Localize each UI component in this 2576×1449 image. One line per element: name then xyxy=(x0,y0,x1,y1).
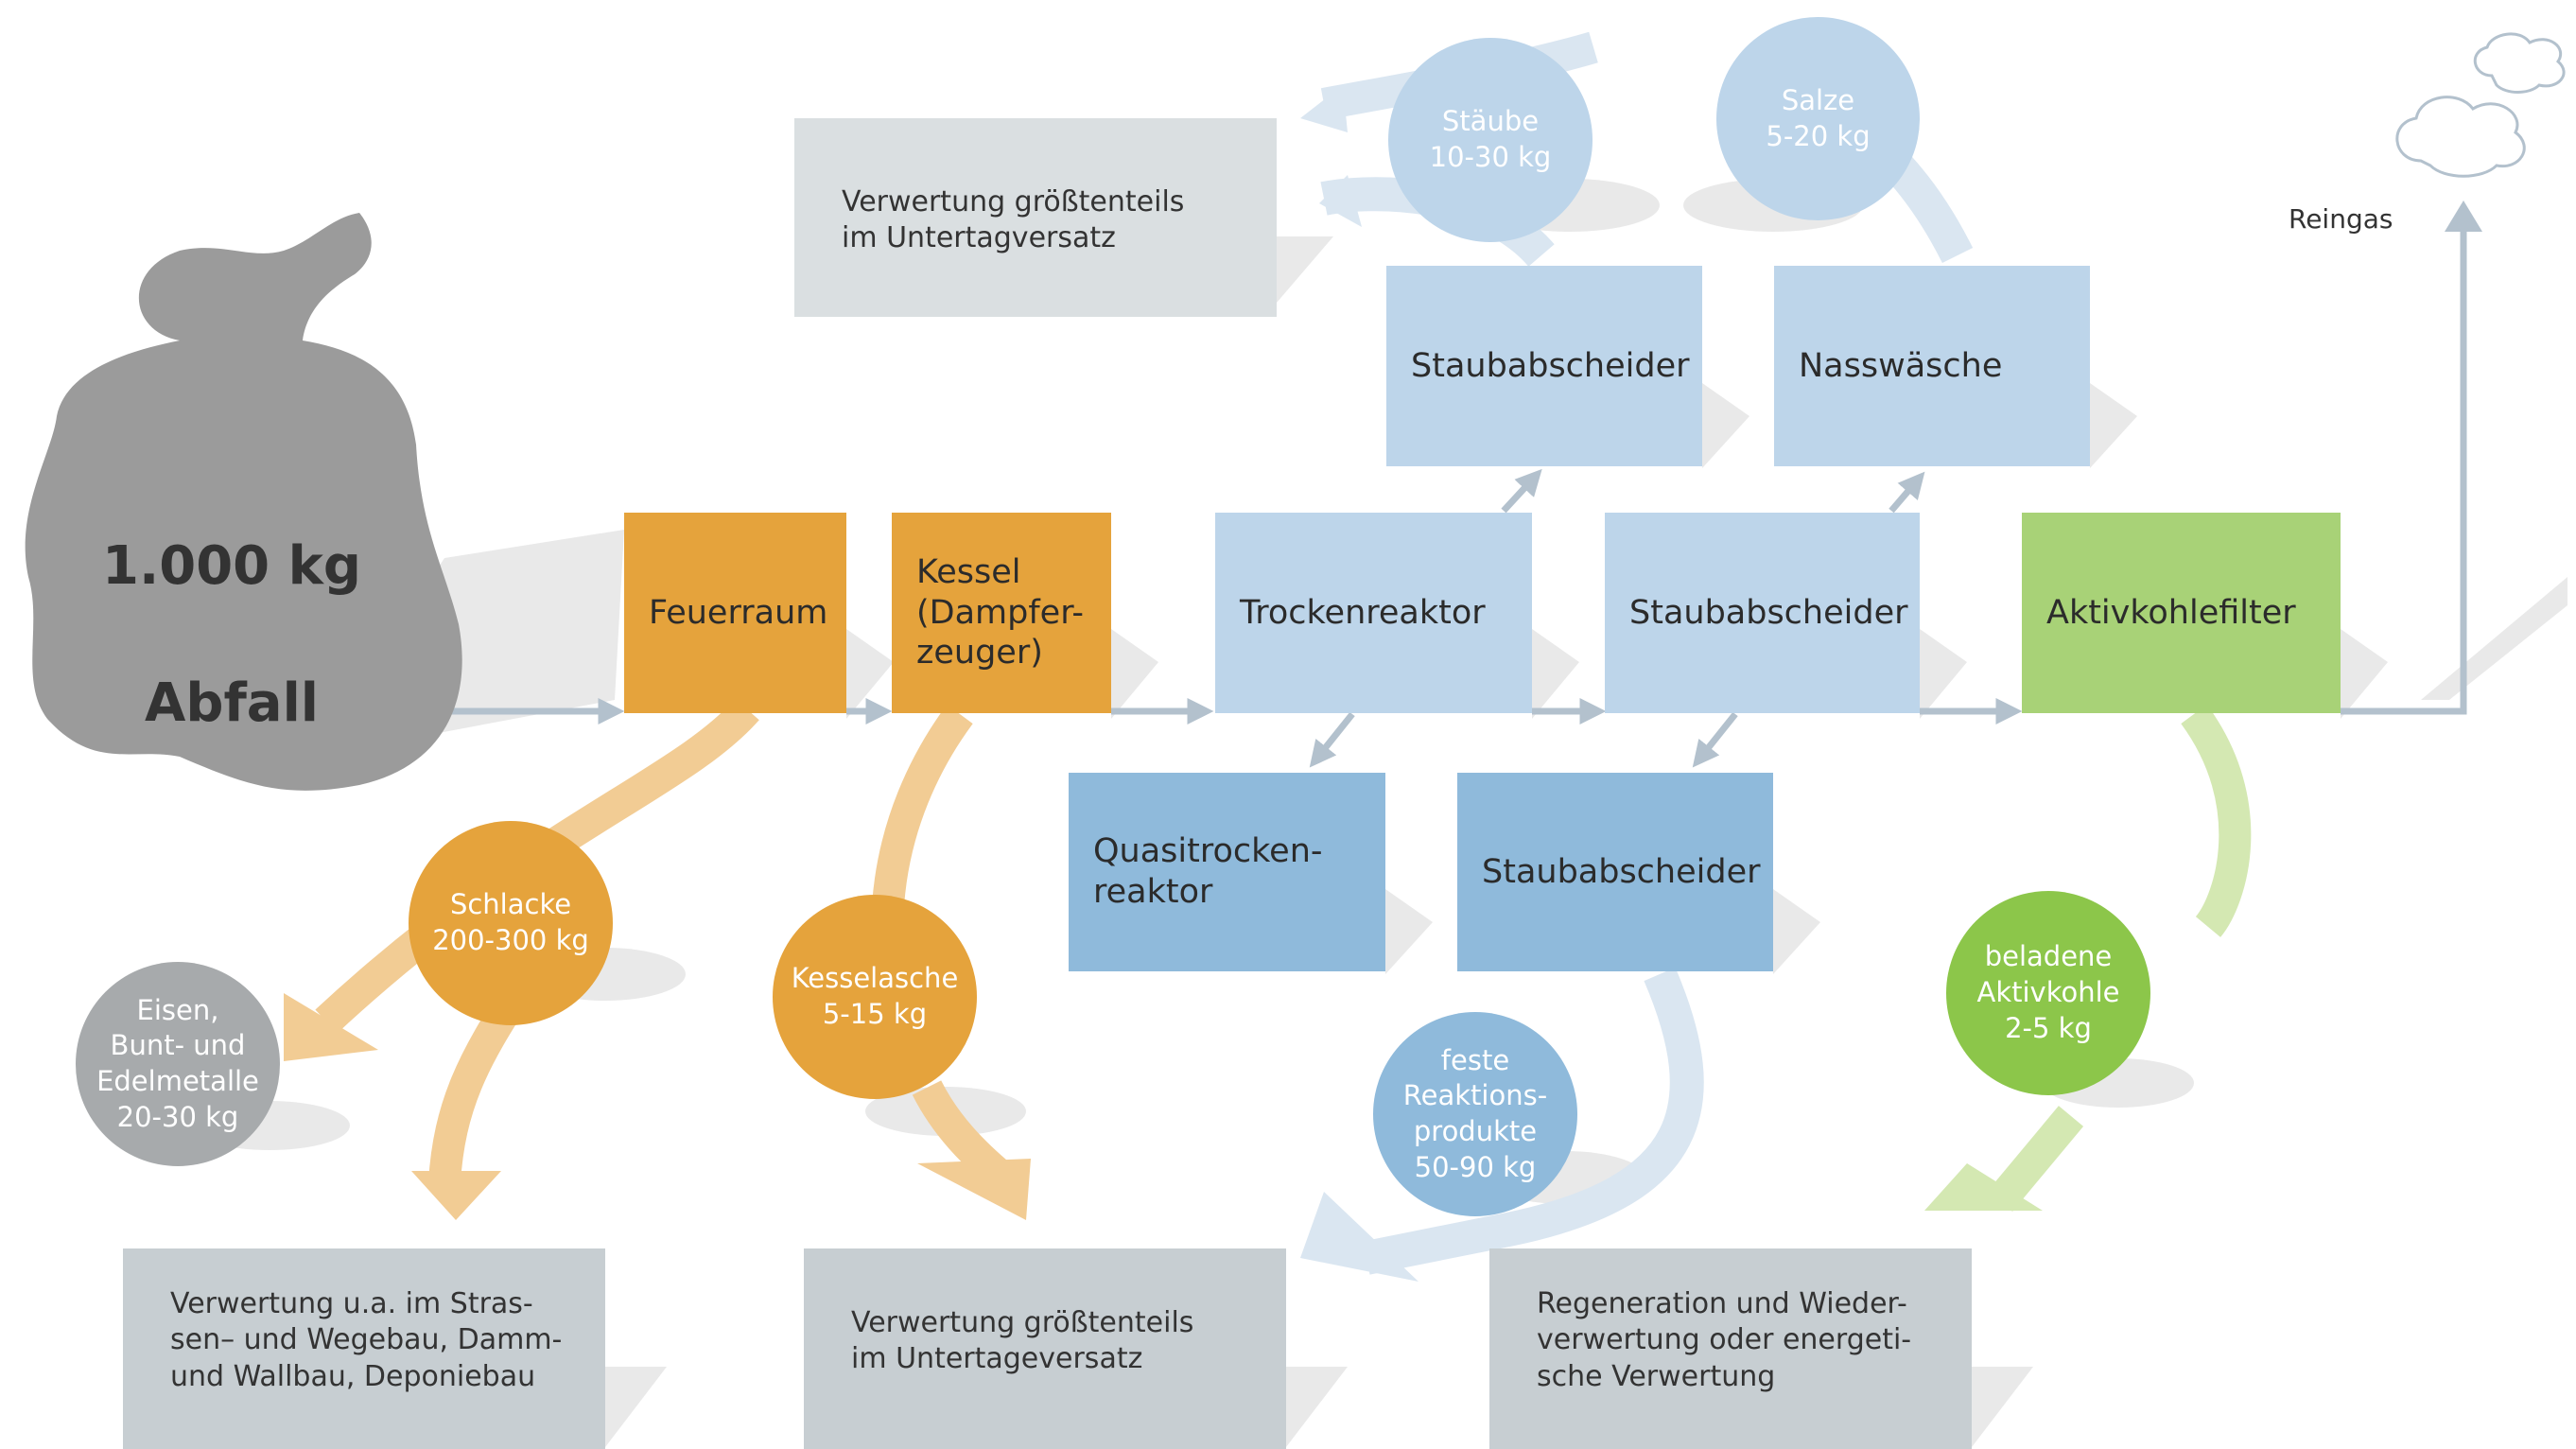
station-aktivkohlefilter: Aktivkohlefilter xyxy=(2022,513,2341,713)
residue-reaktionsprodukte: feste Reaktions- produkte 50-90 kg xyxy=(1373,1012,1577,1216)
use-box-top: Verwertung größtenteils im Untertagversa… xyxy=(794,118,1277,317)
use-box-bottom-mid: Verwertung größtenteils im Untertagevers… xyxy=(804,1248,1286,1449)
residue-kesselasche: Kesselasche 5-15 kg xyxy=(773,895,977,1099)
main-flow-line xyxy=(426,201,2482,768)
waste-amount-label: Abfall xyxy=(145,672,319,735)
cloud-icons xyxy=(2395,32,2566,178)
station-nasswaesche: Nasswäsche xyxy=(1774,266,2090,466)
residue-schlacke: Schlacke 200-300 kg xyxy=(409,821,613,1025)
residue-salze: Salze 5-20 kg xyxy=(1716,17,1920,220)
arrow-heads xyxy=(284,85,2043,1282)
residue-metalle: Eisen, Bunt- und Edelmetalle 20-30 kg xyxy=(76,962,280,1166)
station-quasitrockenreaktor: Quasitrocken- reaktor xyxy=(1069,773,1385,971)
station-staubabscheider-main: Staubabscheider xyxy=(1605,513,1920,713)
use-box-bottom-left: Verwertung u.a. im Stras- sen– und Wegeb… xyxy=(123,1248,605,1449)
station-trockenreaktor: Trockenreaktor xyxy=(1215,513,1532,713)
residue-aktivkohle: beladene Aktivkohle 2-5 kg xyxy=(1946,891,2150,1095)
garbage-bag-icon xyxy=(25,213,462,791)
station-staubabscheider-top: Staubabscheider xyxy=(1386,266,1702,466)
residue-staeube: Stäube 10-30 kg xyxy=(1388,38,1593,242)
station-kessel: Kessel (Dampfer- zeuger) xyxy=(892,513,1111,713)
station-staubabscheider-bottom: Staubabscheider xyxy=(1457,773,1773,971)
use-box-bottom-right: Regeneration und Wieder- verwertung oder… xyxy=(1489,1248,1972,1449)
waste-amount-value: 1.000 kg xyxy=(102,534,361,597)
reingas-label: Reingas xyxy=(2289,203,2393,235)
station-feuerraum: Feuerraum xyxy=(624,513,846,713)
waste-amount: 1.000 kg Abfall xyxy=(76,463,388,739)
